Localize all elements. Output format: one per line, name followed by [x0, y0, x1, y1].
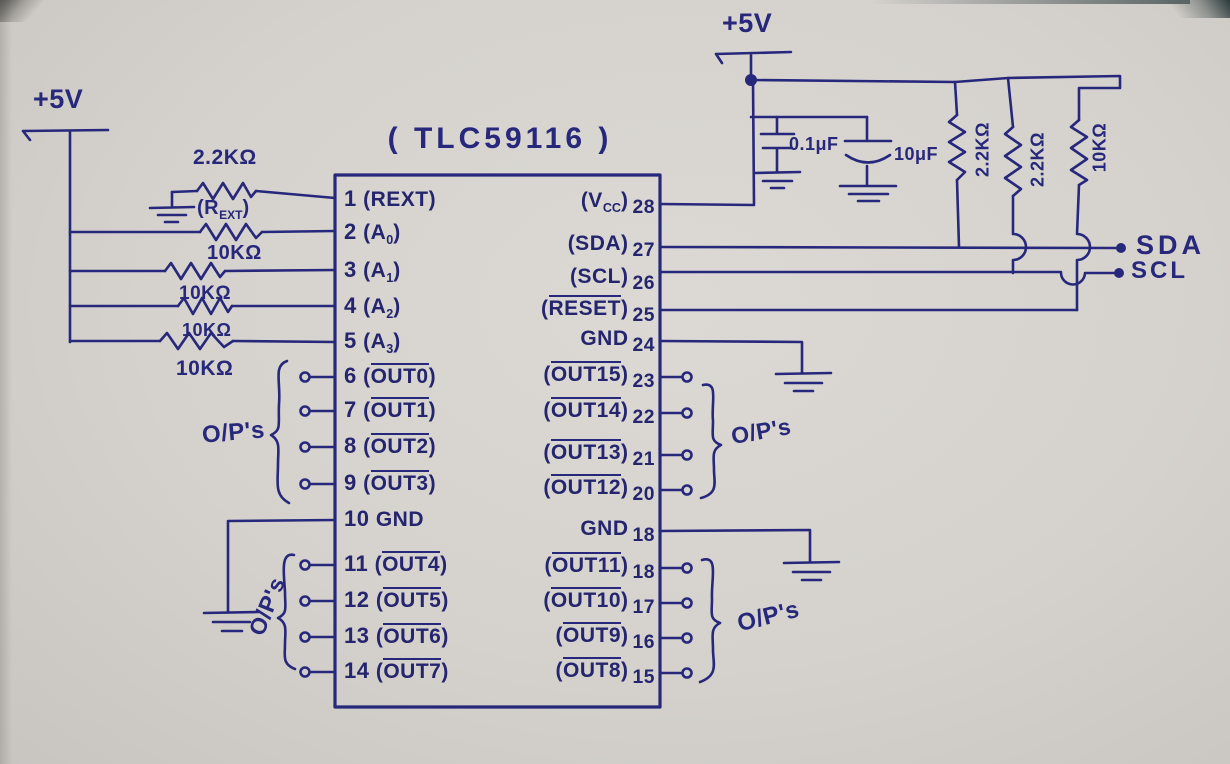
- resistor-value-scl-pullup: 2.2KΩ: [1027, 132, 1048, 187]
- resistor-value-a2: 10KΩ: [182, 320, 232, 340]
- sda-line: [658, 245, 1118, 250]
- reset-pullup-resistor: [1069, 118, 1089, 187]
- pin-label-out3-9: 9 (OUT3): [344, 470, 437, 495]
- ic-title: ( TLC59116 ): [387, 122, 613, 155]
- left-power-label: +5V: [33, 84, 84, 114]
- scl-pullup-resistor: [1003, 125, 1023, 198]
- pin-label-a0-2: 2 (A0): [344, 219, 401, 248]
- pin-label-out13-21: (OUT13)21: [543, 439, 655, 470]
- pin-label-a3-5: 5 (A3): [344, 328, 401, 357]
- resistor-name-rext: (REXT): [197, 197, 250, 222]
- resistor-value-a0: 10KΩ: [207, 242, 262, 264]
- resistor-value-a3: 10KΩ: [176, 357, 234, 380]
- left-power-bar: [21, 128, 110, 142]
- pin-label-out7-14: 14 (OUT7): [344, 658, 449, 683]
- pin-label-out12-20: (OUT12)20: [543, 474, 655, 505]
- a3-resistor: [158, 331, 235, 351]
- scl-line: [658, 270, 1116, 286]
- pin-label-out0-6: 6 (OUT0): [344, 363, 437, 388]
- resistor-value-sda-pullup: 2.2KΩ: [972, 122, 993, 177]
- rext-resistor: [195, 181, 258, 201]
- brace-out8-11: [698, 558, 722, 684]
- pin-label-out14-22: (OUT14)22: [543, 397, 655, 428]
- brace-out0-3: [269, 359, 291, 505]
- scl-terminal-label: SCL: [1131, 257, 1188, 284]
- cap-0.1uf: [753, 115, 802, 190]
- resistor-value-a1: 10KΩ: [179, 283, 232, 304]
- cap-10uf: [838, 115, 898, 203]
- vcc-wire: [658, 78, 756, 207]
- pin-label-out2-8: 8 (OUT2): [344, 433, 437, 458]
- resistor-value-reset-pullup: 10KΩ: [1089, 122, 1110, 173]
- pin-label-out8-15: (OUT8)15: [555, 657, 655, 688]
- pin-label-reset-25: (RESET)25: [541, 295, 655, 326]
- pin-label-out1-7: 7 (OUT1): [344, 397, 437, 422]
- photo-corner-shadow-right: [1152, 0, 1230, 18]
- ic-body-outline: [333, 173, 662, 709]
- capacitor-value-c1: 0.1μF: [789, 134, 839, 154]
- scl-pullup-drop: [1011, 194, 1028, 275]
- a1-resistor: [163, 261, 227, 281]
- gnd18-symbol: [658, 528, 841, 582]
- pin-label-out6-13: 13 (OUT6): [344, 623, 449, 648]
- brace-out4-7: [276, 553, 297, 671]
- pin-label-out9-16: (OUT9)16: [555, 622, 655, 653]
- pin-label-sda-27: (SDA)27: [567, 232, 655, 261]
- pin-label-out4-11: 11 (OUT4): [344, 551, 448, 576]
- pin-label-out5-12: 12 (OUT5): [344, 587, 449, 612]
- pin-label-vcc-28: (VCC)28: [580, 189, 655, 218]
- sda-terminal-label: SDA: [1136, 230, 1206, 260]
- brace-out12-15: [699, 383, 723, 500]
- photo-corner-shadow-left: [0, 0, 46, 22]
- pin-label-gnd-10: 10 GND: [344, 506, 424, 531]
- scl-terminal-dot: [1114, 268, 1124, 278]
- right-power-rail: [749, 74, 1122, 122]
- pin-label-rext-1: 1 (REXT): [344, 186, 437, 211]
- pin-label-scl-26: (SCL)26: [570, 265, 655, 294]
- pin-label-out11-18: (OUT11)18: [544, 552, 655, 583]
- capacitor-value-c2: 10μF: [894, 144, 939, 164]
- resistor-value-rext: 2.2KΩ: [193, 146, 257, 169]
- photo-left-edge-shadow: [0, 0, 12, 764]
- pin-label-a2-4: 4 (A2): [344, 293, 401, 322]
- pin-label-a1-3: 3 (A1): [344, 257, 401, 286]
- photo-top-edge-shadow: [870, 0, 1190, 4]
- outputs-group-label-1: O/P's: [200, 416, 266, 449]
- sda-pullup-resistor: [947, 113, 967, 182]
- pin-label-out10-17: (OUT10)17: [543, 587, 655, 618]
- left-gnd-symbol: [202, 518, 337, 633]
- a0-resistor: [198, 222, 264, 242]
- pin-label-out15-23: (OUT15)23: [543, 361, 655, 392]
- a2-resistor: [176, 296, 234, 316]
- gnd24-symbol: [658, 339, 833, 393]
- right-power-label: +5V: [722, 8, 773, 38]
- rext-ground-symbol: [148, 190, 196, 224]
- sda-terminal-dot: [1116, 243, 1126, 253]
